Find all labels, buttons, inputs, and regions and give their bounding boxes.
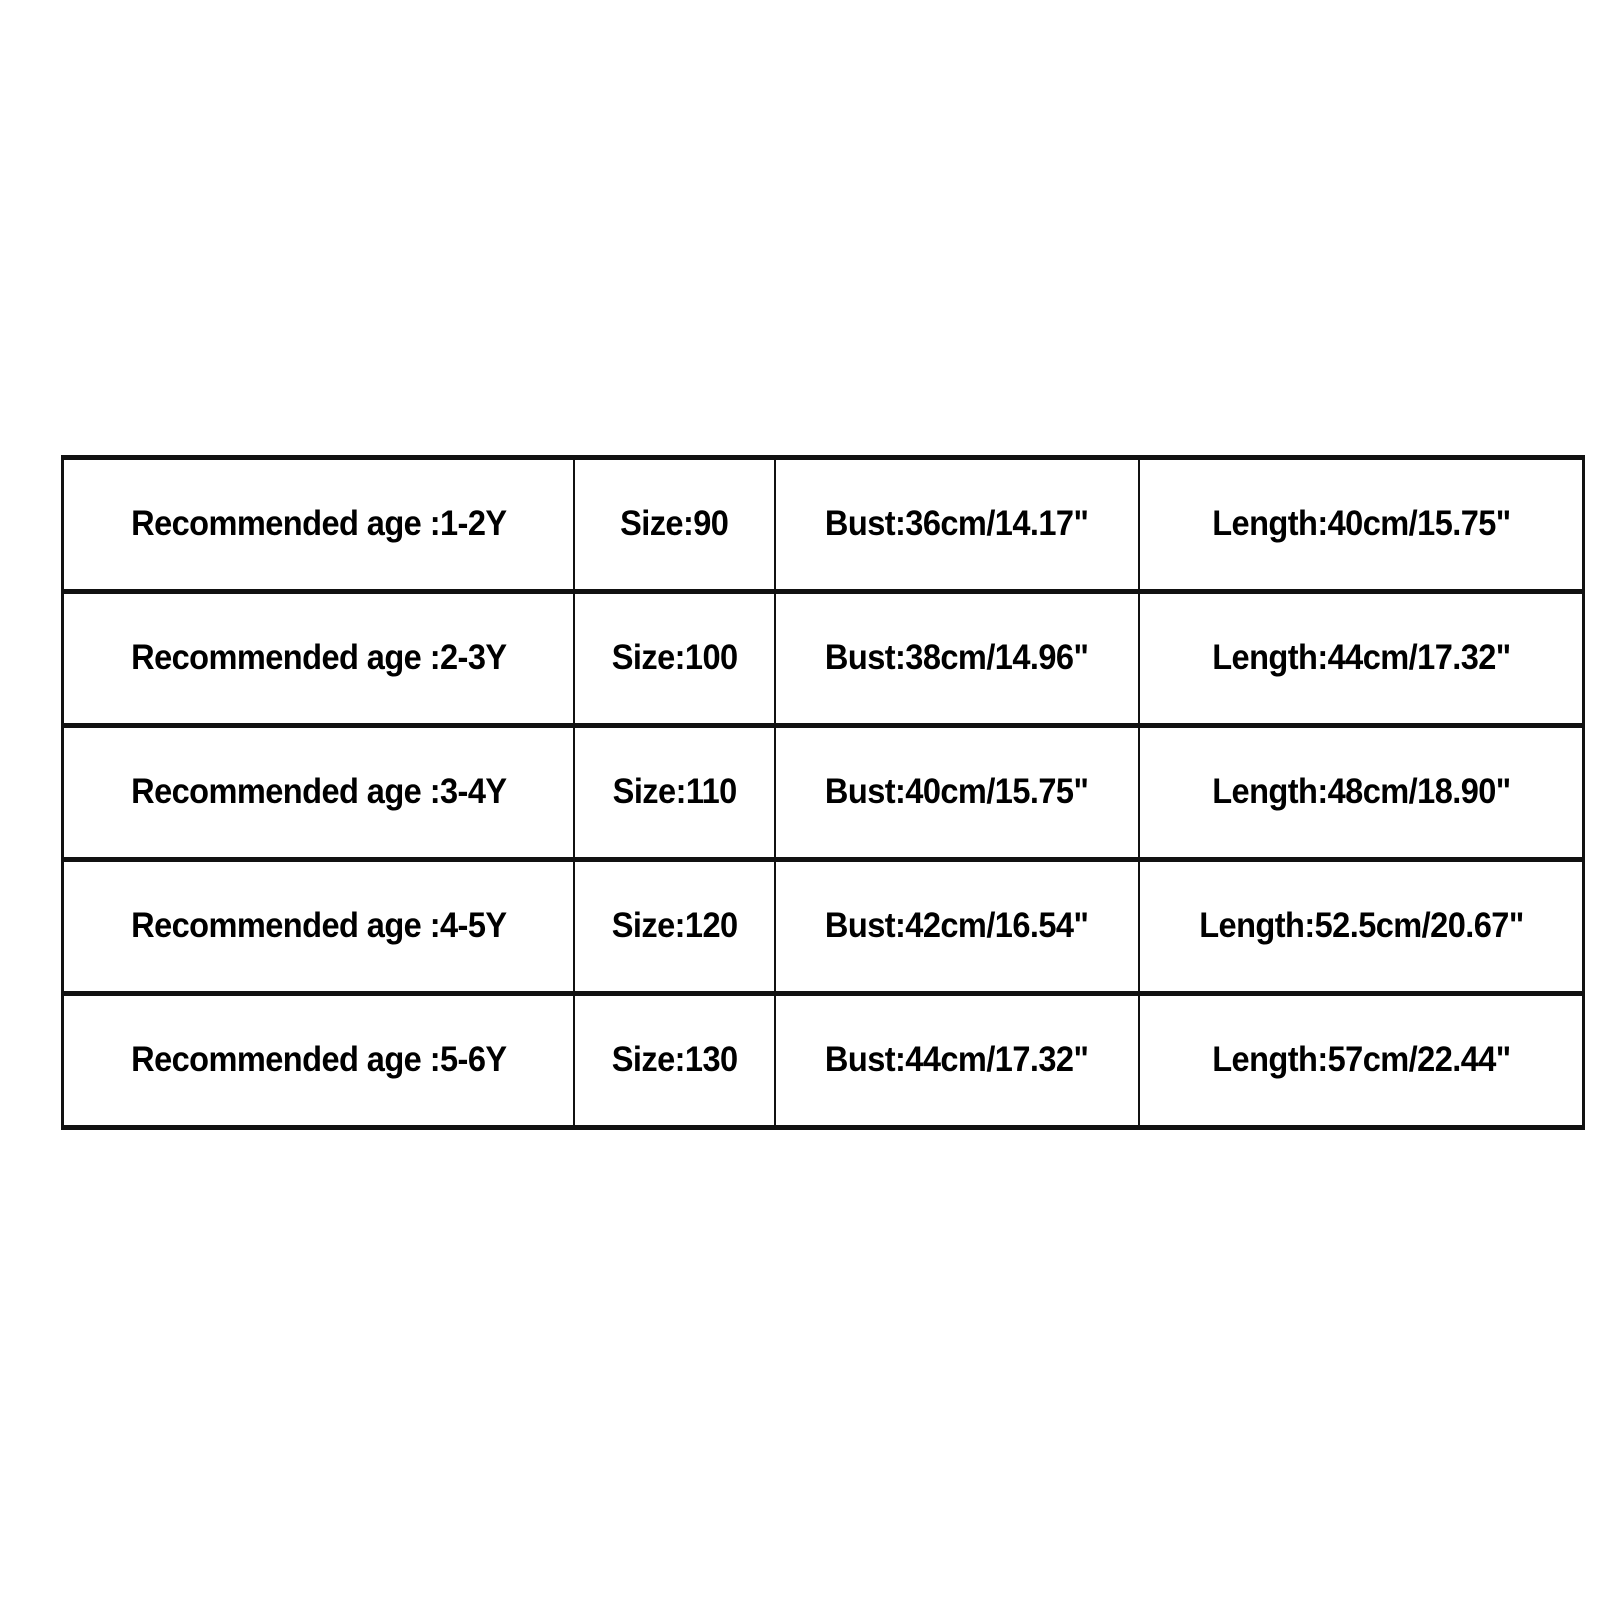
size-chart-body: Recommended age :1-2Y Size:90 Bust:36cm/… [62,457,1584,1128]
cell-size: Size:110 [574,723,776,860]
cell-bust: Bust:44cm/17.32" [775,991,1140,1128]
cell-bust: Bust:36cm/14.17" [775,457,1140,592]
size-text: Size:100 [611,638,738,678]
cell-bust: Bust:40cm/15.75" [775,723,1140,860]
size-text: Size:90 [620,504,729,544]
cell-recommended-age: Recommended age :5-6Y [62,991,575,1128]
recommended-age-text: Recommended age :2-3Y [130,638,507,678]
cell-length: Length:57cm/22.44" [1139,991,1584,1128]
cell-recommended-age: Recommended age :2-3Y [62,589,575,726]
size-text: Size:110 [612,772,737,812]
bust-text: Bust:44cm/17.32" [825,1040,1089,1080]
table-row: Recommended age :4-5Y Size:120 Bust:42cm… [62,857,1584,994]
cell-recommended-age: Recommended age :4-5Y [62,857,575,994]
length-text: Length:44cm/17.32" [1211,638,1511,678]
length-text: Length:48cm/18.90" [1211,772,1511,812]
cell-size: Size:120 [574,857,776,994]
recommended-age-text: Recommended age :5-6Y [130,1040,507,1080]
recommended-age-text: Recommended age :3-4Y [130,772,507,812]
recommended-age-text: Recommended age :4-5Y [130,906,507,946]
length-text: Length:57cm/22.44" [1211,1040,1511,1080]
length-text: Length:40cm/15.75" [1211,504,1511,544]
table-row: Recommended age :1-2Y Size:90 Bust:36cm/… [62,457,1584,592]
bust-text: Bust:40cm/15.75" [825,772,1089,812]
table-row: Recommended age :2-3Y Size:100 Bust:38cm… [62,589,1584,726]
table-row: Recommended age :3-4Y Size:110 Bust:40cm… [62,723,1584,860]
cell-bust: Bust:38cm/14.96" [775,589,1140,726]
cell-length: Length:40cm/15.75" [1139,458,1584,592]
cell-recommended-age: Recommended age :3-4Y [62,723,575,860]
cell-size: Size:130 [574,991,776,1128]
cell-bust: Bust:42cm/16.54" [775,857,1140,994]
cell-size: Size:90 [574,457,776,592]
cell-length: Length:48cm/18.90" [1139,723,1584,860]
size-text: Size:120 [611,906,738,946]
size-chart-table: Recommended age :1-2Y Size:90 Bust:36cm/… [61,455,1585,1130]
cell-recommended-age: Recommended age :1-2Y [62,457,575,592]
cell-size: Size:100 [574,589,776,726]
cell-length: Length:52.5cm/20.67" [1139,857,1584,994]
bust-text: Bust:38cm/14.96" [825,638,1089,678]
cell-length: Length:44cm/17.32" [1139,589,1584,726]
table-row: Recommended age :5-6Y Size:130 Bust:44cm… [62,991,1584,1128]
size-text: Size:130 [611,1040,738,1080]
bust-text: Bust:42cm/16.54" [825,906,1089,946]
length-text: Length:52.5cm/20.67" [1198,906,1524,946]
recommended-age-text: Recommended age :1-2Y [130,504,507,544]
bust-text: Bust:36cm/14.17" [825,504,1089,544]
